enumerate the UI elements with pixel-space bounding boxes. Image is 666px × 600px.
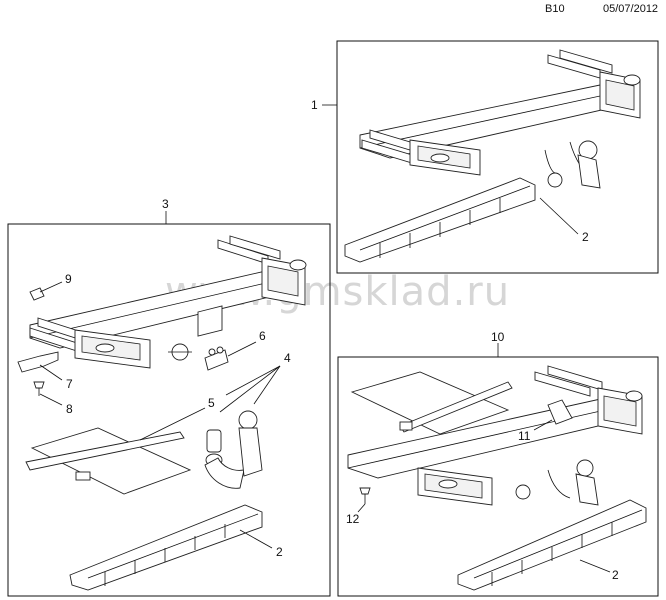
bolt-part-12: [359, 487, 371, 504]
callout-4: 4: [284, 351, 291, 365]
bolt-part-8: [33, 381, 45, 396]
towbar-assembly-1: [344, 49, 641, 263]
bumper-beam-part-2-left: [69, 504, 263, 591]
callout-12: 12: [346, 512, 360, 526]
socket-part-6: [204, 346, 229, 371]
callout-2-right: 2: [612, 568, 619, 582]
page-date: 05/07/2012: [603, 3, 659, 15]
instructions-part-5: [25, 427, 192, 495]
page-code: B10: [545, 3, 565, 15]
towball-part-4: [204, 410, 263, 489]
towbar-kit-10: [347, 365, 643, 506]
callout-6: 6: [259, 329, 266, 343]
callout-7: 7: [66, 377, 73, 391]
panel-assembly-1: [336, 40, 659, 274]
callout-2-top: 2: [582, 230, 589, 244]
callout-3: 3: [162, 197, 169, 211]
callout-9: 9: [65, 272, 72, 286]
callout-11: 11: [518, 429, 531, 443]
nut-part-9: [29, 287, 45, 301]
towbar-kit-3: [29, 235, 307, 369]
bracket-part-11: [547, 399, 573, 425]
callout-5: 5: [208, 396, 215, 410]
callout-10: 10: [491, 330, 505, 344]
bracket-part-7: [17, 351, 59, 373]
callout-8: 8: [66, 402, 73, 416]
callout-1: 1: [311, 98, 318, 112]
panel-assembly-3: [7, 223, 331, 597]
bumper-beam-part-2-right: [457, 499, 647, 591]
callout-2-left: 2: [276, 545, 283, 559]
